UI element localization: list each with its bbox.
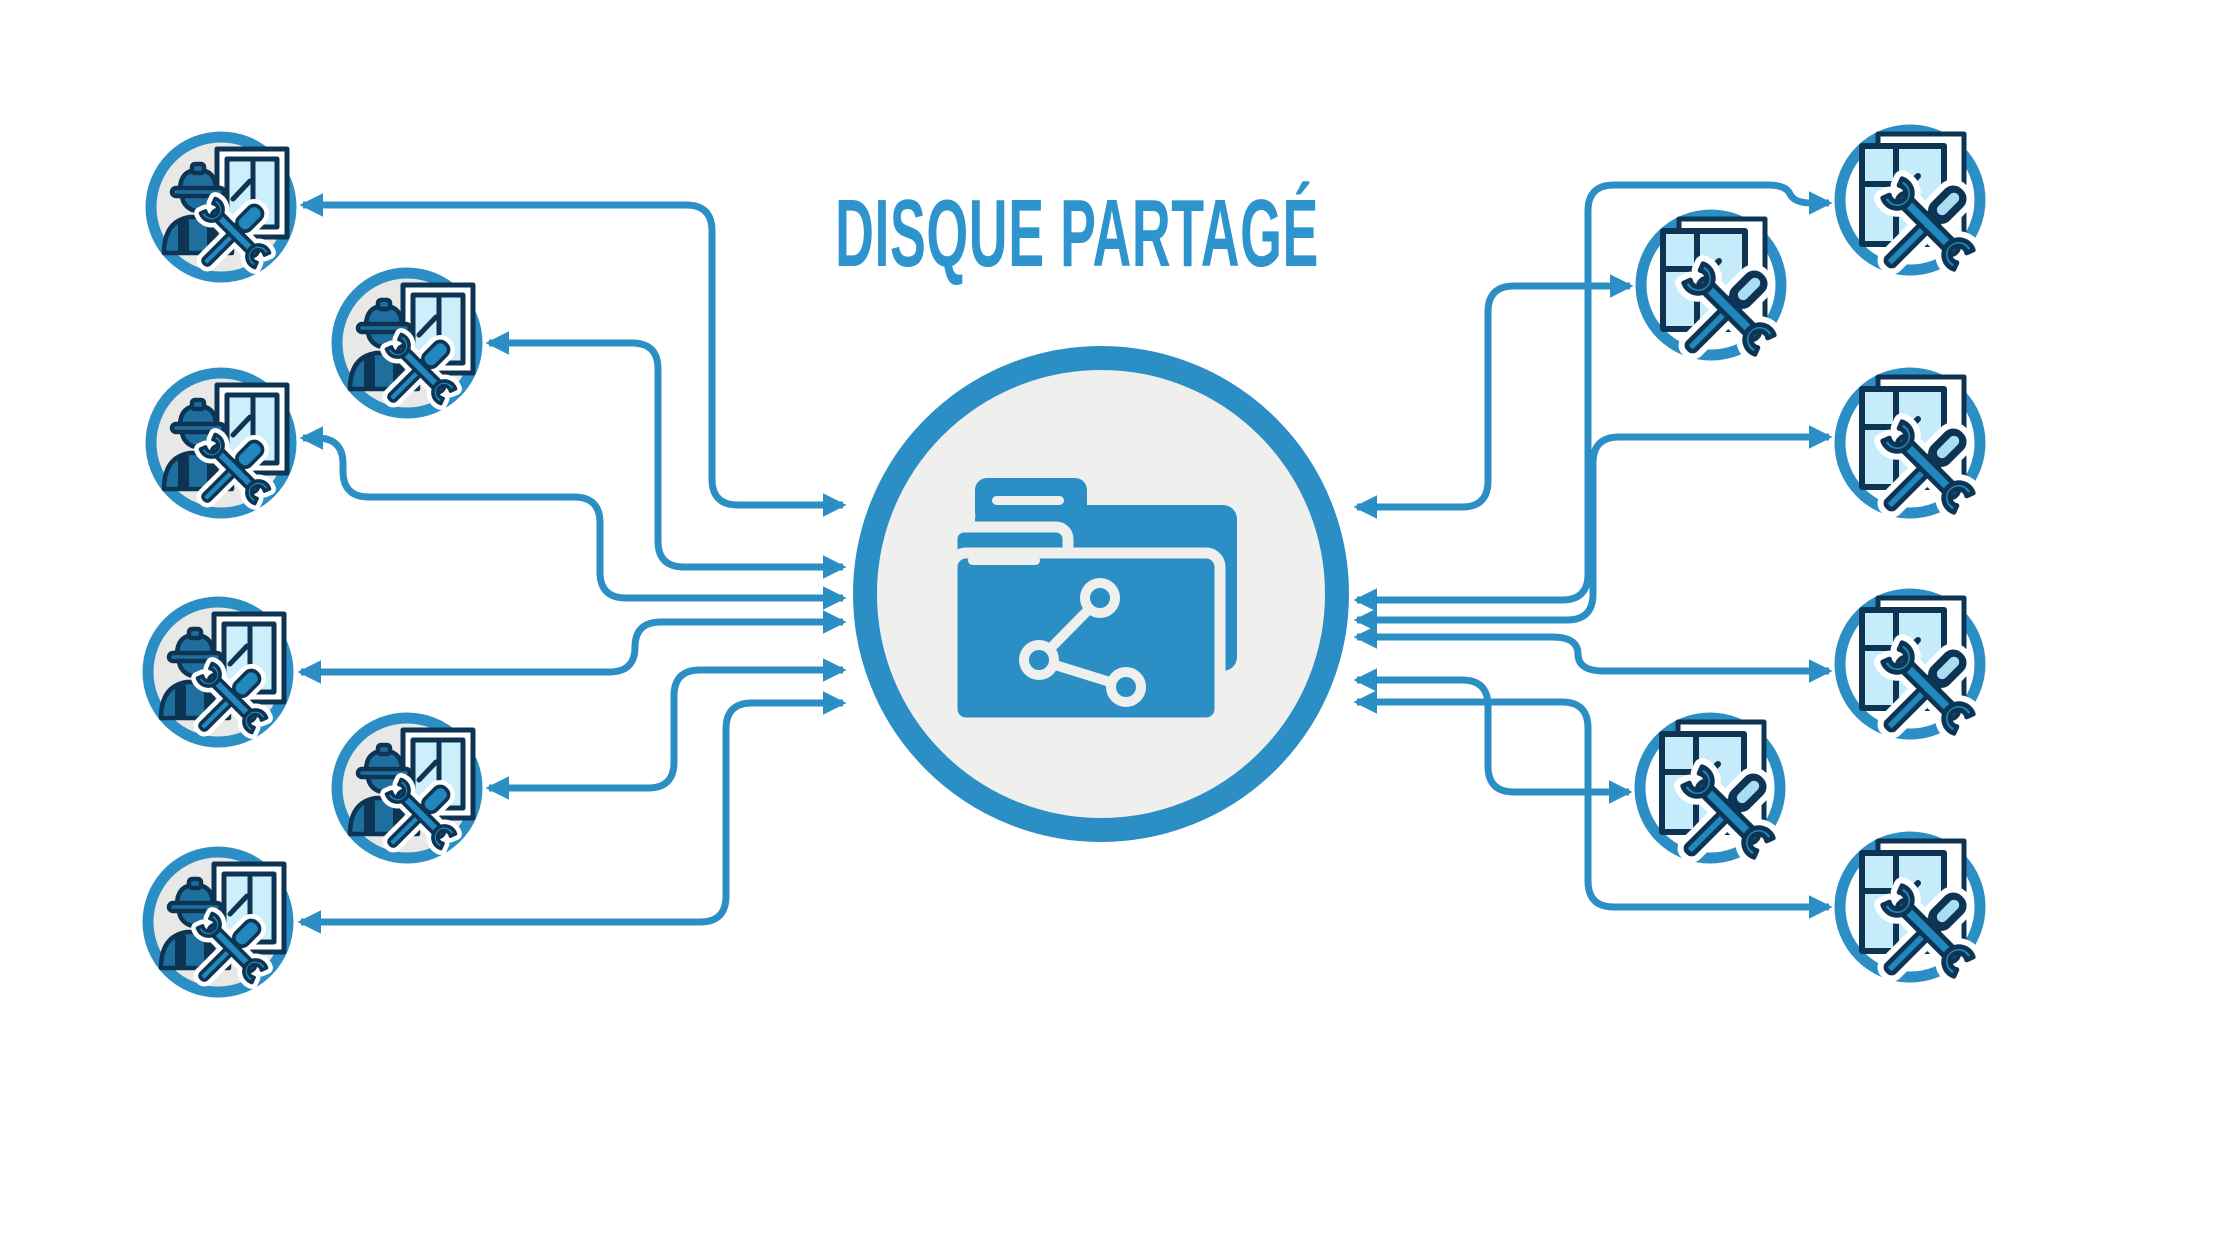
technician-node-3 — [151, 373, 291, 513]
technician-node-5 — [337, 718, 477, 858]
connector-left-6 — [297, 691, 847, 934]
connector-right-6 — [1353, 690, 1833, 919]
diagram-title: DISQUE PARTAGÉ — [835, 181, 1319, 287]
share-icon — [1019, 578, 1146, 707]
technician-node-6 — [148, 852, 288, 992]
workstation-node-3 — [1840, 373, 1980, 515]
connector-right-3 — [1353, 425, 1833, 632]
workstation-node-4 — [1840, 594, 1980, 736]
shared-folder-icon — [946, 478, 1237, 729]
technician-node-4 — [148, 602, 288, 742]
technician-node-2 — [337, 273, 477, 413]
connector-lines — [297, 181, 1833, 934]
shared-disk-hub — [853, 346, 1349, 842]
workstation-node-5 — [1640, 718, 1780, 860]
technician-node-1 — [151, 137, 291, 277]
workstation-node-2 — [1840, 130, 1980, 272]
workstation-node-6 — [1840, 837, 1980, 979]
connector-left-3 — [299, 426, 847, 610]
workstation-node-1 — [1641, 215, 1781, 357]
